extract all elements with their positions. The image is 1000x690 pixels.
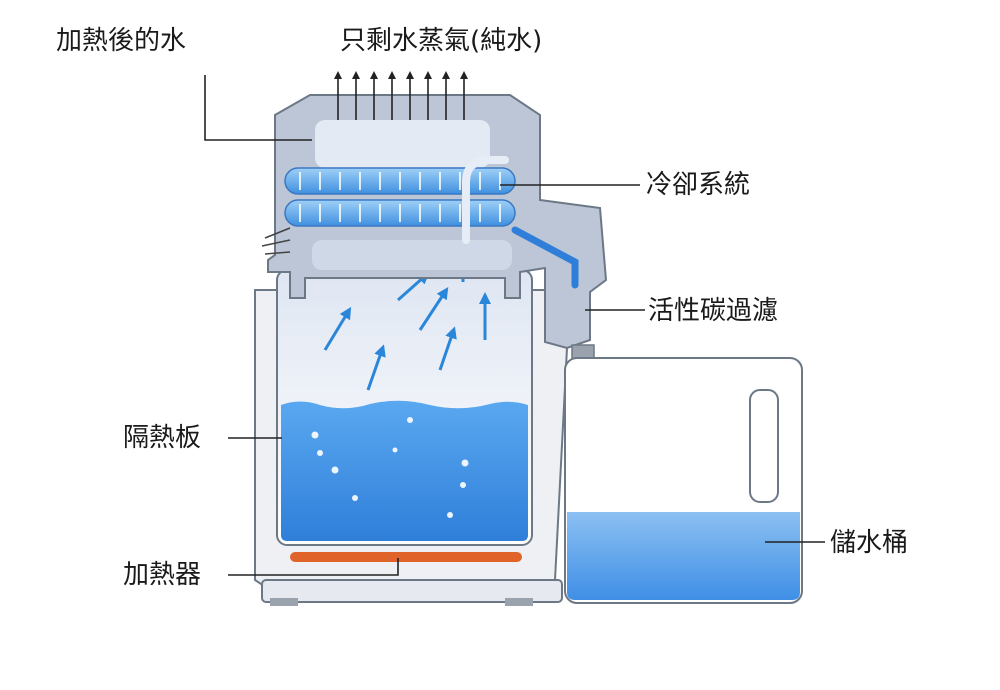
- heater-element: [290, 552, 522, 562]
- steam-arrows: [323, 256, 491, 391]
- label-activated-carbon-filter: 活性碳過濾: [648, 296, 779, 326]
- leader-lines: [204, 75, 825, 576]
- heated-water: [281, 400, 528, 541]
- label-insulation-board: 隔熱板: [123, 423, 202, 453]
- side-vent: [261, 227, 291, 255]
- label-heater: 加熱器: [123, 560, 202, 590]
- label-steam-only: 只剩水蒸氣(純水): [340, 26, 543, 56]
- boiling-chamber: [276, 269, 533, 546]
- water-bubbles: [311, 417, 469, 518]
- pure-water: [567, 512, 800, 600]
- outlet-spout: [571, 344, 595, 360]
- label-storage-bucket: 儲水桶: [830, 528, 909, 558]
- vapor-exhaust-arrows: [334, 71, 468, 120]
- cooling-coil: [284, 156, 579, 289]
- label-heated-water: 加熱後的水: [56, 26, 187, 56]
- storage-bucket: [564, 357, 803, 604]
- label-cooling-system: 冷卻系統: [646, 170, 751, 200]
